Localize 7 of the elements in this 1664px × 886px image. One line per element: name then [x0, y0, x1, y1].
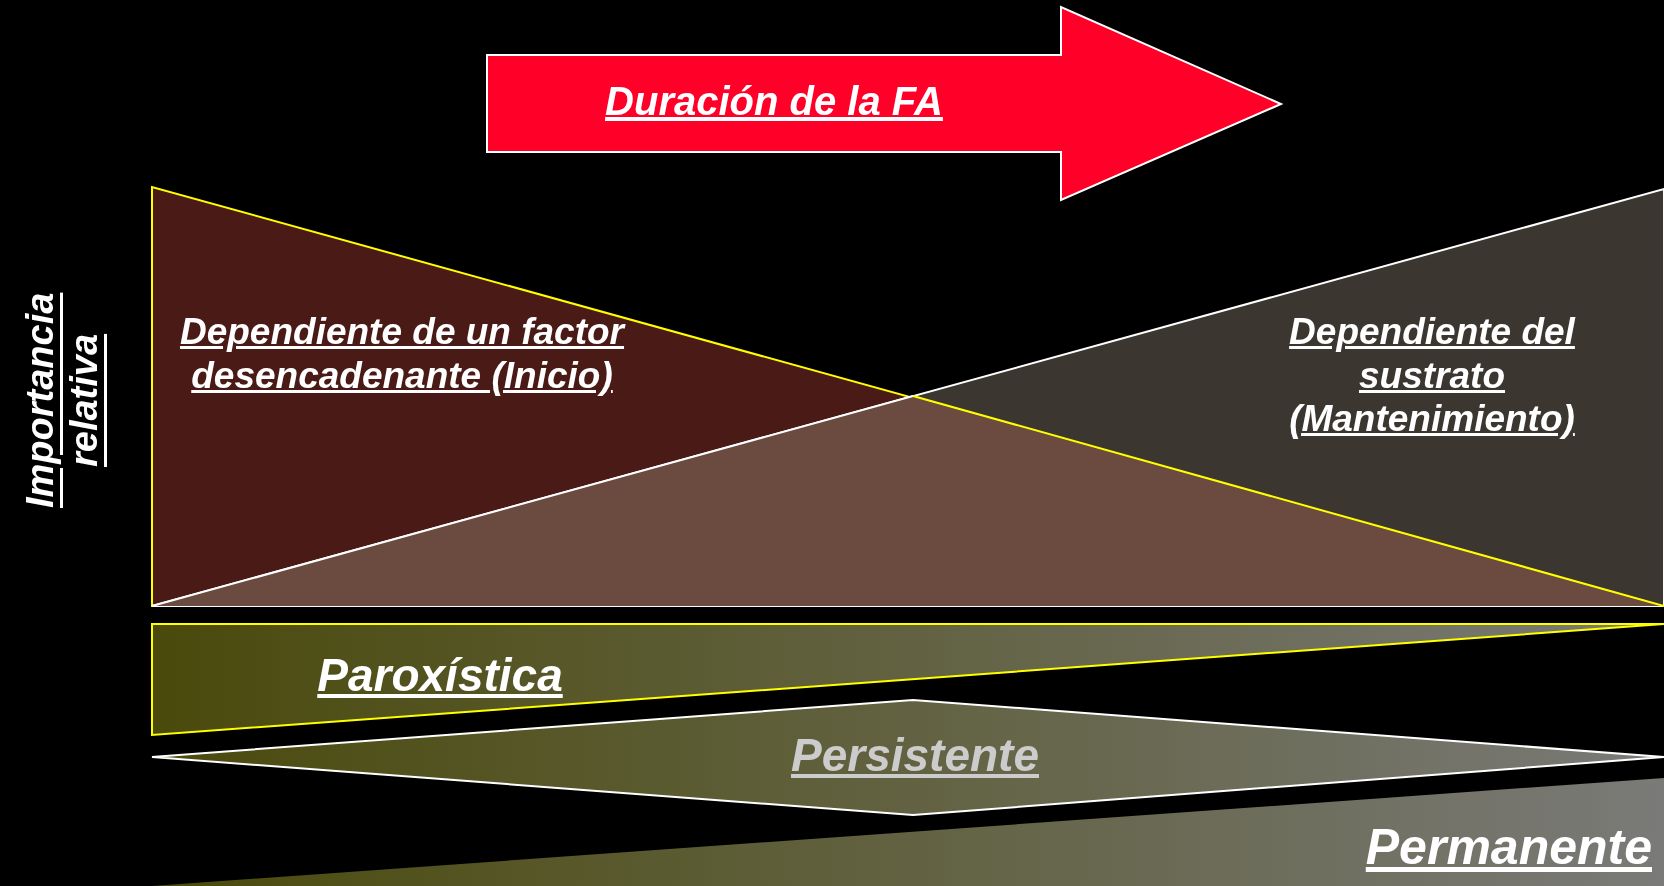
- axis-label: Importancia relativa: [18, 291, 106, 510]
- region-label: Paroxística: [316, 648, 564, 703]
- arrow-label: Duración de la FA: [604, 78, 944, 125]
- region-label: Dependiente de un factor desencadenante (Inicio): [178, 310, 627, 398]
- region-label: Dependiente del sustrato (Mantenimiento): [1288, 310, 1577, 441]
- region-label: Persistente: [790, 728, 1040, 783]
- region-label: Permanente: [1364, 818, 1652, 877]
